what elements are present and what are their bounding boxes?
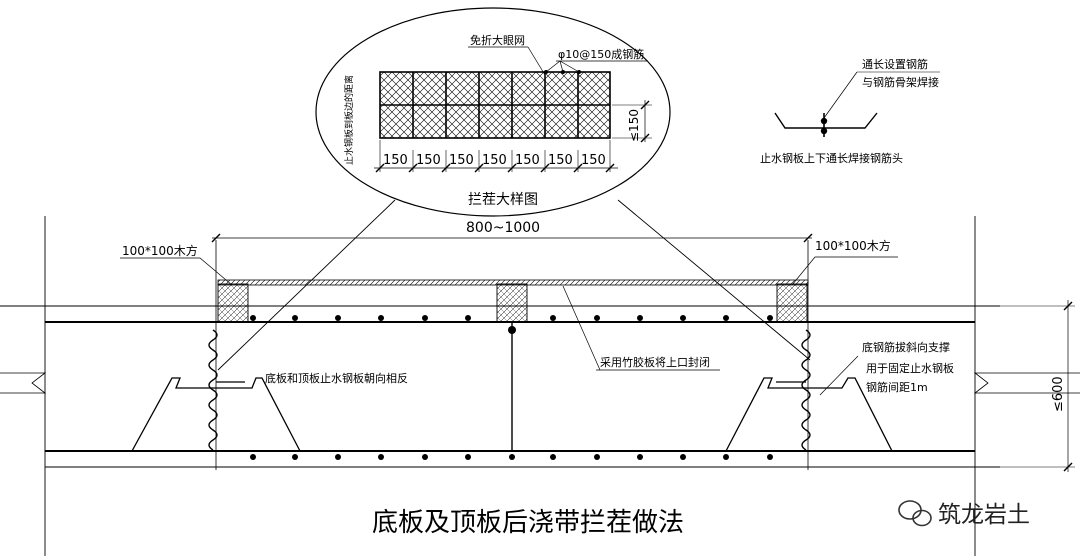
timber-block-right bbox=[776, 283, 808, 323]
cell-dim-5: 150 bbox=[515, 153, 540, 168]
brace-note-3: 钢筋间距1m bbox=[866, 380, 928, 394]
direction-note: 底板和顶板止水钢板朝向相反 bbox=[265, 371, 408, 385]
cell-dim-4: 150 bbox=[482, 153, 507, 168]
section-drawing: 800~1000 100*100木方 100*100木方 底板和顶板止水钢板朝向… bbox=[0, 216, 1080, 556]
waterstop-left bbox=[208, 329, 218, 451]
brace-left bbox=[131, 377, 301, 452]
cell-dim-6: 150 bbox=[548, 153, 573, 168]
waterstop-right bbox=[801, 329, 811, 451]
brace-note-1: 底钢筋拔斜向支撑 bbox=[862, 340, 950, 354]
brace-note-2: 用于固定止水钢板 bbox=[866, 361, 954, 375]
depth-dimension: ≤600 bbox=[1000, 300, 1075, 472]
timber-block-middle bbox=[496, 283, 528, 323]
weld-label-top-1: 通长设置钢筋 bbox=[862, 57, 928, 71]
watermark: 筑龙岩土 bbox=[898, 500, 1030, 528]
cell-dim-2: 150 bbox=[416, 153, 441, 168]
weld-detail: 通长设置钢筋 与钢筋骨架焊接 止水钢板上下通长焊接钢筋头 bbox=[760, 57, 940, 165]
detail-caption: 拦茬大样图 bbox=[468, 192, 538, 208]
cell-dim-3: 150 bbox=[449, 153, 474, 168]
cell-dimension-chain: 150 150 150 150 150 150 150 bbox=[374, 140, 618, 173]
watermark-text: 筑龙岩土 bbox=[938, 502, 1030, 528]
height-dim-text: ≤150 bbox=[627, 109, 641, 142]
timber-label-right: 100*100木方 bbox=[815, 238, 891, 253]
weld-label-bottom: 止水钢板上下通长焊接钢筋头 bbox=[760, 151, 903, 165]
side-distance-label: 止水钢板到板边的距离 bbox=[343, 75, 355, 165]
timber-label-left: 100*100木方 bbox=[122, 243, 198, 258]
drawing-title: 底板及顶板后浇带拦茬做法 bbox=[372, 508, 684, 538]
top-rebar-dots bbox=[250, 315, 773, 321]
detail-callout: 免折大眼网 φ10@150成钢筋 止水钢板到板边的距离 ≤150 bbox=[217, 7, 811, 371]
rebar-label: φ10@150成钢筋 bbox=[558, 47, 644, 61]
bottom-rebar-dots bbox=[250, 454, 773, 460]
weld-label-top-2: 与钢筋骨架焊接 bbox=[862, 75, 939, 89]
wechat-icon bbox=[898, 500, 932, 527]
timber-block-left bbox=[217, 283, 249, 323]
detail-ellipse bbox=[315, 7, 671, 217]
mesh-grid bbox=[379, 71, 611, 139]
cell-dim-1: 150 bbox=[383, 153, 408, 168]
width-dim-text: 800~1000 bbox=[466, 220, 540, 236]
width-dimension: 800~1000 bbox=[211, 220, 813, 243]
depth-dim-text: ≤600 bbox=[1051, 376, 1066, 412]
cell-dim-7: 150 bbox=[581, 153, 606, 168]
cover-note: 采用竹胶板将上口封闭 bbox=[600, 355, 710, 369]
brace-right bbox=[725, 377, 893, 452]
height-dimension: ≤150 bbox=[612, 100, 652, 143]
mesh-label: 免折大眼网 bbox=[470, 33, 525, 47]
